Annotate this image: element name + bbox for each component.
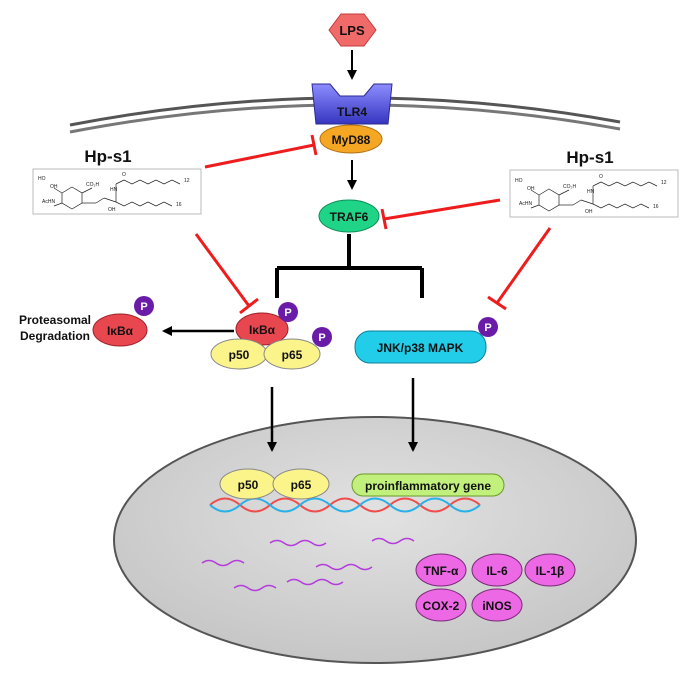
hp-s1-left-label: Hp-s1 [84, 147, 131, 166]
svg-text:IL-1β: IL-1β [536, 564, 565, 578]
hp-s1-right-label: Hp-s1 [566, 148, 613, 167]
svg-text:HN: HN [110, 187, 118, 193]
product-inos: iNOS [471, 588, 523, 622]
lps-label: LPS [339, 23, 365, 38]
svg-text:iNOS: iNOS [482, 599, 511, 613]
tlr4-label: TLR4 [337, 105, 367, 119]
svg-text:O: O [599, 174, 603, 180]
nuc-p50-label: p50 [238, 478, 259, 492]
svg-text:16: 16 [176, 202, 182, 208]
product-cox-2: COX-2 [415, 588, 467, 622]
inhibition-lines [194, 134, 552, 315]
inhibit-traf6 [380, 198, 501, 230]
svg-text:OH: OH [108, 207, 116, 213]
product-il-6: IL-6 [471, 553, 523, 587]
svg-text:12: 12 [661, 180, 667, 186]
svg-text:AcHN: AcHN [42, 199, 55, 205]
product-il-1beta: IL-1β [524, 553, 576, 587]
traf6-branch-bracket [275, 234, 424, 298]
svg-text:AcHN: AcHN [519, 201, 532, 207]
mrna-transcripts [201, 537, 415, 592]
svg-text:COX-2: COX-2 [423, 599, 460, 613]
lps-node: LPS [328, 13, 377, 47]
inhibit-ikba-phosphorylation [194, 233, 259, 315]
mapk-label: JNK/p38 MAPK [377, 341, 464, 355]
inhibit-myd88 [204, 134, 318, 169]
nfkb-complex: IκBα P p50 p65 P [210, 302, 332, 370]
ikba-bound-label: IκBα [249, 323, 276, 337]
p50-label: p50 [229, 348, 250, 362]
tlr4-receptor: TLR4 [311, 83, 393, 125]
svg-text:HO: HO [515, 178, 523, 184]
phospho-ikba-bound: P [284, 307, 291, 319]
svg-text:O: O [122, 172, 126, 178]
proinflammatory-gene: proinflammatory gene [351, 473, 505, 497]
phospho-ikba-free: P [140, 301, 147, 313]
svg-text:HO: HO [38, 176, 46, 182]
phospho-mapk: P [484, 322, 491, 334]
svg-text:12: 12 [184, 178, 190, 184]
svg-text:OH: OH [527, 186, 535, 192]
cytokine-products: TNF-α IL-6 IL-1β COX-2 iNOS [415, 553, 576, 622]
p65-label: p65 [282, 348, 303, 362]
product-tnf-alpha: TNF-α [415, 553, 467, 587]
svg-text:OH: OH [50, 184, 58, 190]
svg-text:16: 16 [653, 204, 659, 210]
ikba-free-label: IκBα [107, 324, 134, 338]
svg-text:CO₂H: CO₂H [563, 184, 576, 190]
ikba-free: IκBα P [92, 296, 154, 347]
myd88-label: MyD88 [332, 133, 371, 147]
hp-s1-structure-right: HO OH CO₂H AcHN HN O OH 12 16 [509, 169, 679, 218]
svg-text:CO₂H: CO₂H [86, 182, 99, 188]
phospho-p65: P [318, 332, 325, 344]
traf6-label: TRAF6 [330, 210, 369, 224]
inhibit-mapk [487, 227, 552, 311]
nuclear-nfkb: p50 p65 [219, 468, 330, 500]
hp-s1-structure-left: HO OH CO₂H AcHN HN O OH 12 16 [32, 168, 202, 215]
svg-text:HN: HN [587, 189, 595, 195]
nuc-p65-label: p65 [291, 478, 312, 492]
degradation-label-line2: Degradation [20, 329, 90, 343]
mapk-node: JNK/p38 MAPK P [354, 317, 498, 364]
degradation-label-line1: Proteasomal [19, 313, 91, 327]
traf6-node: TRAF6 [318, 199, 380, 233]
svg-text:OH: OH [585, 209, 593, 215]
myd88-node: MyD88 [319, 124, 383, 154]
svg-text:IL-6: IL-6 [486, 564, 508, 578]
gene-label: proinflammatory gene [365, 479, 491, 493]
svg-text:TNF-α: TNF-α [424, 564, 459, 578]
